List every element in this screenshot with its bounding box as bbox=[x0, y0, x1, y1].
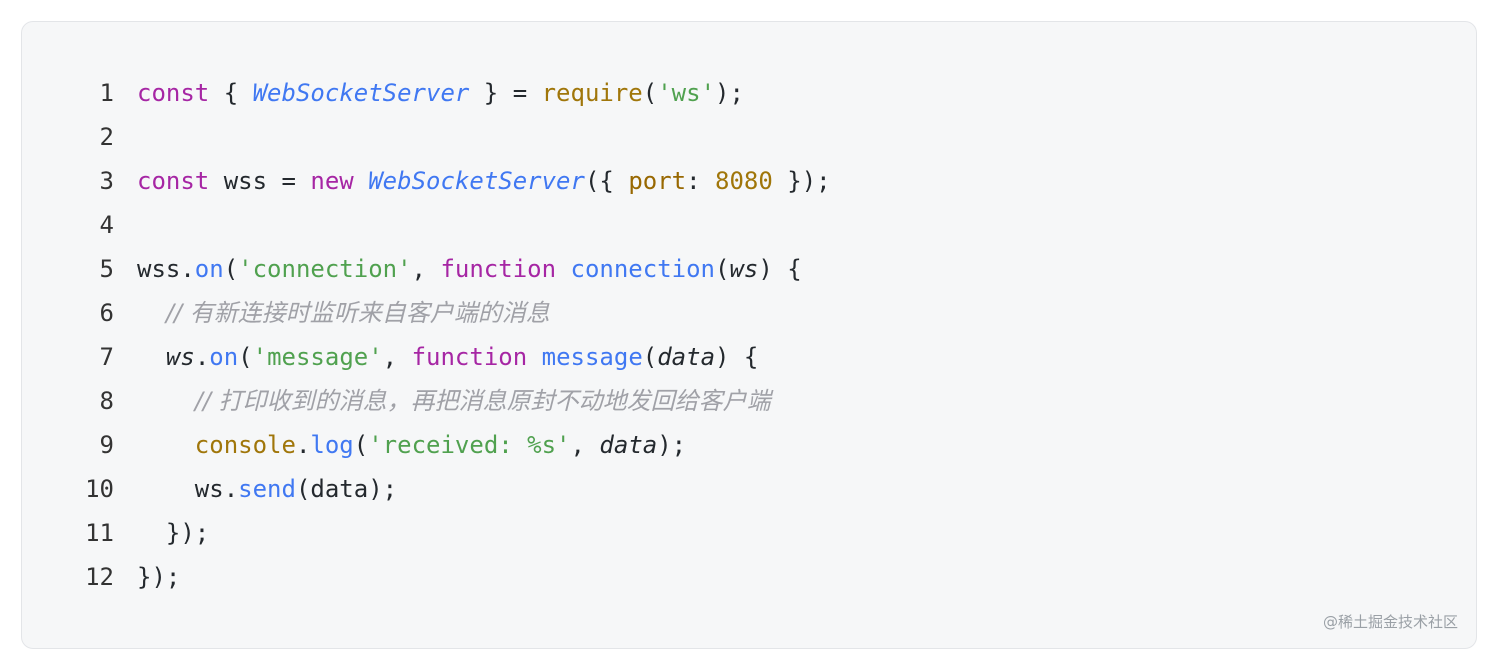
code-token: 'received: %s' bbox=[368, 431, 571, 459]
code-token: ( bbox=[642, 79, 658, 107]
code-token: (data); bbox=[295, 475, 398, 503]
code-token: wss. bbox=[137, 255, 195, 283]
code-token: ( bbox=[223, 255, 239, 283]
code-token: }); bbox=[137, 563, 181, 591]
code-token bbox=[527, 343, 541, 371]
code-token: . bbox=[194, 343, 210, 371]
code-token: , bbox=[570, 431, 600, 459]
code-line: 8 // 打印收到的消息，再把消息原封不动地发回给客户端 bbox=[22, 379, 771, 423]
code-token: on bbox=[209, 343, 239, 371]
code-token: send bbox=[238, 475, 296, 503]
code-token: WebSocketServer bbox=[368, 167, 585, 195]
code-token: const bbox=[137, 79, 210, 107]
code-token: require bbox=[541, 79, 643, 107]
code-token: 'connection' bbox=[238, 255, 412, 283]
line-code: console.log('received: %s', data); bbox=[137, 423, 686, 467]
code-token bbox=[137, 431, 195, 459]
line-number: 3 bbox=[99, 167, 114, 195]
code-token: ws. bbox=[137, 475, 239, 503]
code-token: WebSocketServer bbox=[252, 79, 470, 107]
line-number: 9 bbox=[99, 431, 114, 459]
code-token bbox=[137, 299, 166, 327]
code-token: wss = bbox=[209, 167, 311, 195]
code-token bbox=[354, 167, 368, 195]
code-token: port bbox=[628, 167, 687, 195]
code-token: ) { bbox=[758, 255, 802, 283]
code-token: : bbox=[686, 167, 716, 195]
code-comment: // 打印收到的消息，再把消息原封不动地发回给客户端 bbox=[194, 387, 771, 415]
code-token: function bbox=[440, 255, 557, 283]
code-token: ws bbox=[729, 255, 759, 283]
line-code: ws.send(data); bbox=[137, 467, 397, 511]
code-token: }); bbox=[137, 519, 210, 547]
line-number: 1 bbox=[99, 79, 114, 107]
code-token: 8080 bbox=[715, 167, 773, 195]
line-number: 2 bbox=[99, 123, 114, 151]
code-token: message bbox=[541, 343, 643, 371]
code-line: 11 }); bbox=[22, 511, 209, 555]
code-token: log bbox=[310, 431, 354, 459]
code-line: 7 ws.on('message', function message(data… bbox=[22, 335, 759, 379]
watermark: @稀土掘金技术社区 bbox=[1322, 613, 1458, 631]
code-token: ); bbox=[657, 431, 687, 459]
line-code: }); bbox=[137, 555, 180, 599]
line-number: 5 bbox=[99, 255, 114, 283]
line-number: 11 bbox=[85, 519, 114, 547]
code-token: ( bbox=[715, 255, 730, 283]
code-token bbox=[556, 255, 570, 283]
code-token: console bbox=[194, 431, 296, 459]
code-line: 12}); bbox=[22, 555, 180, 599]
line-number: 6 bbox=[99, 299, 114, 327]
code-token: ( bbox=[642, 343, 658, 371]
code-comment: // 有新连接时监听来自客户端的消息 bbox=[165, 299, 550, 327]
code-token bbox=[137, 387, 195, 415]
code-token: data bbox=[599, 431, 658, 459]
line-number: 7 bbox=[99, 343, 114, 371]
code-token: { bbox=[209, 79, 253, 107]
line-code: ws.on('message', function message(data) … bbox=[137, 335, 758, 379]
line-number: 4 bbox=[99, 211, 114, 239]
code-token: ( bbox=[238, 343, 253, 371]
line-number: 10 bbox=[85, 475, 114, 503]
code-token bbox=[137, 343, 166, 371]
code-token: 'message' bbox=[252, 343, 383, 371]
line-code: const { WebSocketServer } = require('ws'… bbox=[137, 71, 744, 115]
code-line: 1 const { WebSocketServer } = require('ws… bbox=[22, 71, 744, 115]
code-token: , bbox=[382, 343, 412, 371]
code-token: 'ws' bbox=[657, 79, 716, 107]
code-token: . bbox=[295, 431, 311, 459]
code-token: ({ bbox=[584, 167, 629, 195]
code-token: }); bbox=[772, 167, 831, 195]
code-line: 2 bbox=[22, 115, 114, 159]
code-token: on bbox=[194, 255, 224, 283]
code-token: ) { bbox=[715, 343, 759, 371]
code-line: 6 // 有新连接时监听来自客户端的消息 bbox=[22, 291, 550, 335]
code-token: const bbox=[137, 167, 210, 195]
line-number: 8 bbox=[99, 387, 114, 415]
code-token: , bbox=[411, 255, 441, 283]
code-line: 3 const wss = new WebSocketServer({ port:… bbox=[22, 159, 831, 203]
code-token: } = bbox=[469, 79, 542, 107]
line-code: wss.on('connection', function connection… bbox=[137, 247, 802, 291]
line-code: const wss = new WebSocketServer({ port: … bbox=[137, 159, 831, 203]
line-number: 12 bbox=[85, 563, 114, 591]
code-token: ( bbox=[353, 431, 369, 459]
code-token: function bbox=[411, 343, 528, 371]
code-line: 10 ws.send(data); bbox=[22, 467, 397, 511]
line-code: // 有新连接时监听来自客户端的消息 bbox=[137, 291, 550, 335]
line-code: }); bbox=[137, 511, 209, 555]
code-token: data bbox=[657, 343, 716, 371]
code-token: connection bbox=[570, 255, 716, 283]
line-code: // 打印收到的消息，再把消息原封不动地发回给客户端 bbox=[137, 379, 771, 423]
code-line: 9 console.log('received: %s', data); bbox=[22, 423, 687, 467]
code-token: ); bbox=[715, 79, 744, 107]
code-line: 4 bbox=[22, 203, 114, 247]
code-token: new bbox=[310, 167, 354, 195]
code-token: ws bbox=[165, 343, 195, 371]
